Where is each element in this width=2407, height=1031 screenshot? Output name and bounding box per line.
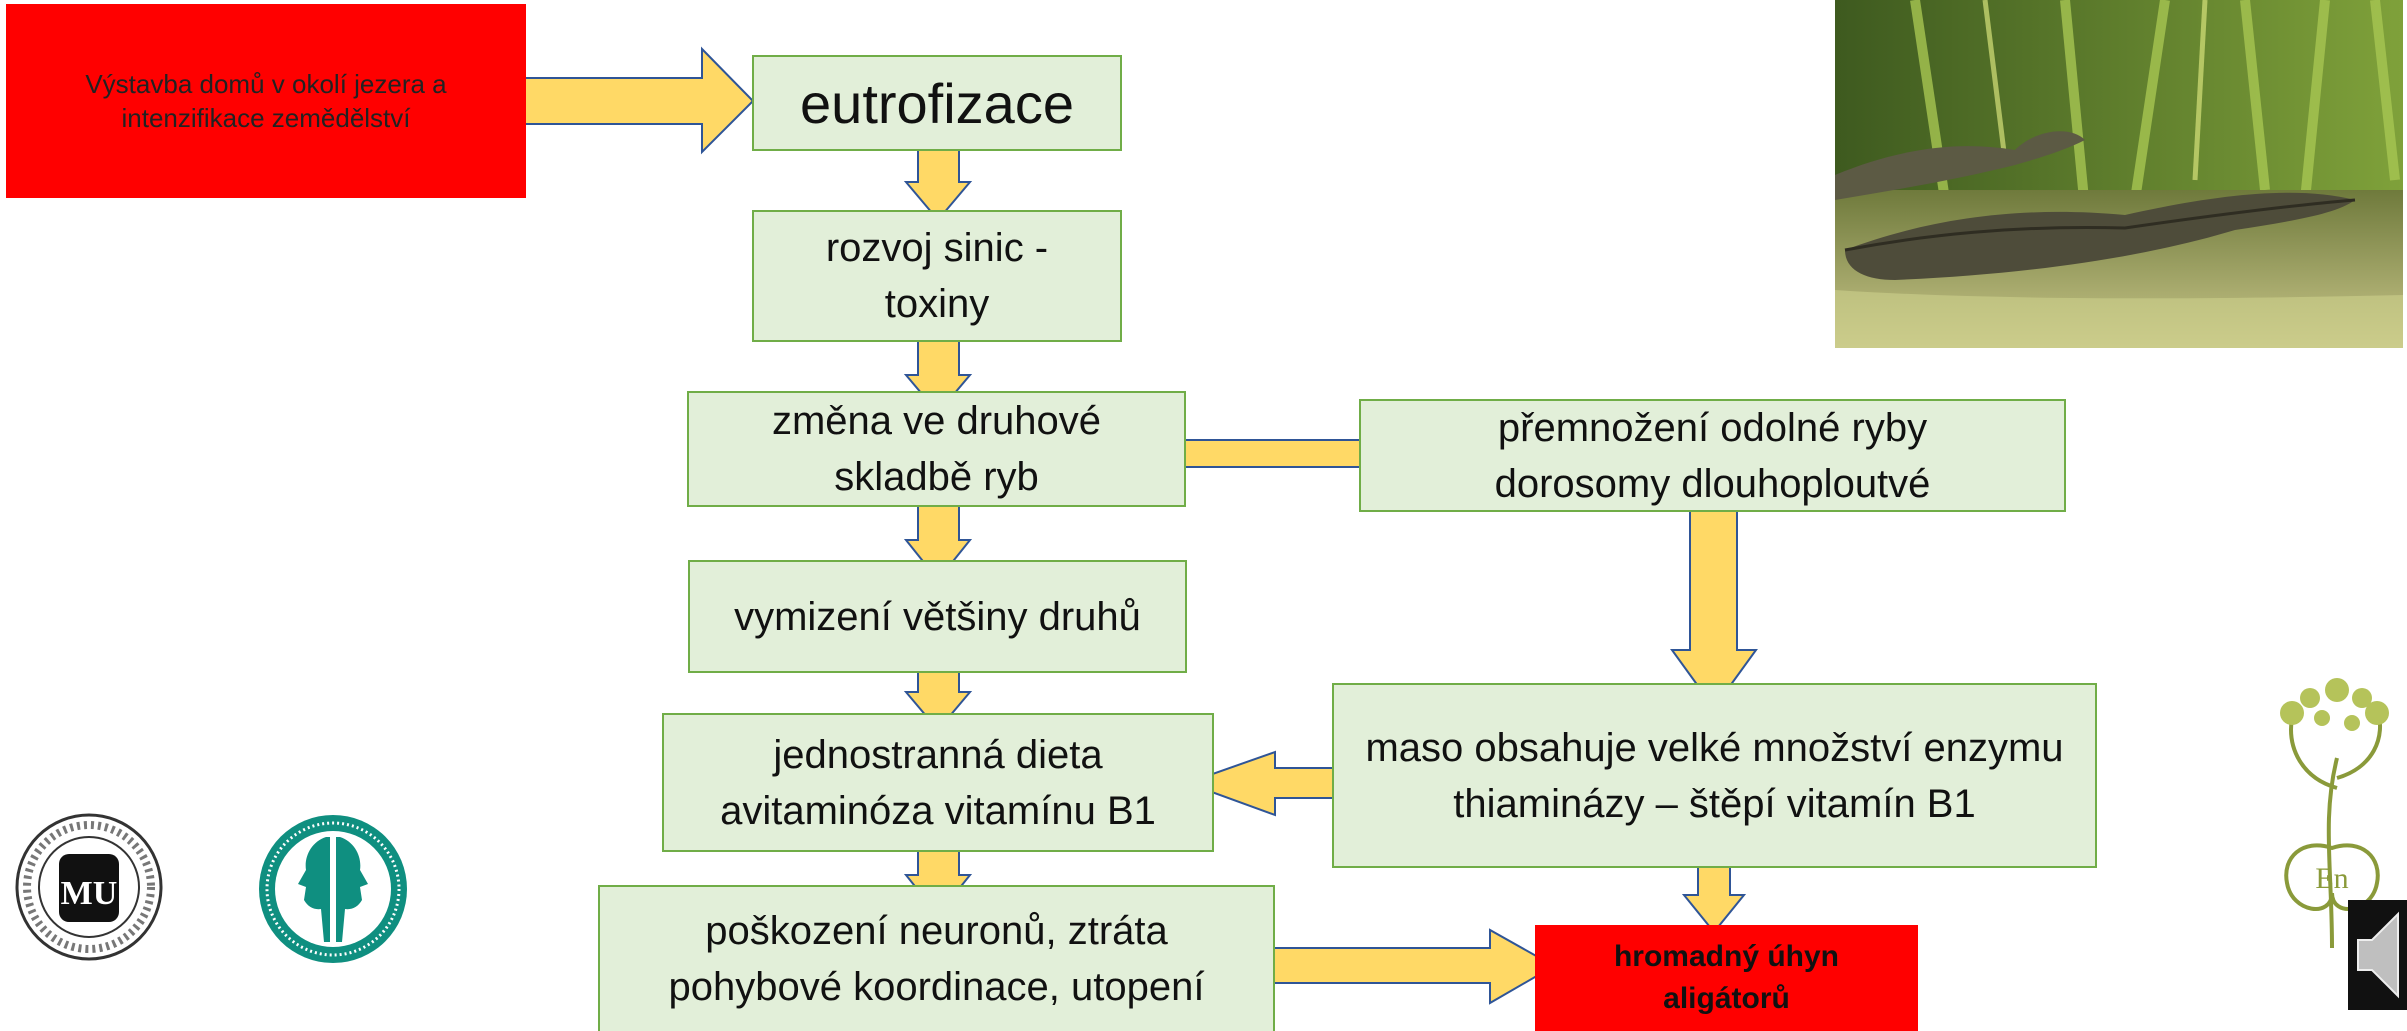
alligator-photo: [1835, 0, 2403, 348]
species-change-text: změna ve druhové skladbě ryb: [771, 399, 1102, 499]
result-text: hromadný úhyn aligátorů: [1613, 940, 1839, 1015]
diet-text: jednostranná dieta avitaminóza vitamínu …: [720, 732, 1156, 833]
eutrophication-text: eutrofizace: [800, 71, 1074, 135]
diet-box: jednostranná dieta avitaminóza vitamínu …: [662, 713, 1214, 852]
eutrophication-box: eutrofizace: [752, 55, 1122, 151]
arrow-eutrophication-to-cyanobacteria: [903, 141, 973, 222]
species-change-box: změna ve druhové skladbě ryb: [687, 391, 1186, 507]
neuron-damage-box: poškození neuronů, ztráta pohybové koord…: [598, 885, 1275, 1031]
emblem-text: En: [2315, 862, 2348, 895]
extinction-text: vymizení většiny druhů: [734, 594, 1141, 639]
extinction-box: vymizení většiny druhů: [688, 560, 1187, 673]
ecology-emblem-icon: En: [2262, 668, 2402, 958]
faculty-profiles-icon: [256, 812, 411, 967]
cyanobacteria-box: rozvoj sinic - toxiny: [752, 210, 1122, 342]
thiaminase-text: maso obsahuje velké množství enzymu thia…: [1365, 725, 2064, 826]
result-box: hromadný úhyn aligátorů: [1535, 925, 1918, 1031]
trigger-text: Výstavba domů v okolí jezera a intenzifi…: [85, 69, 447, 133]
trigger-box: Výstavba domů v okolí jezera a intenzifi…: [6, 4, 526, 198]
cyanobacteria-text: rozvoj sinic - toxiny: [825, 226, 1049, 326]
speaker-icon[interactable]: [2348, 900, 2407, 1010]
overpopulation-box: přemnožení odolné ryby dorosomy dlouhopl…: [1359, 399, 2066, 512]
overpopulation-text: přemnožení odolné ryby dorosomy dlouhopl…: [1494, 405, 1931, 506]
arrow-overpopulation-to-thiaminase: [1670, 507, 1758, 710]
thiaminase-box: maso obsahuje velké množství enzymu thia…: [1332, 683, 2097, 868]
university-monogram: MU: [61, 875, 118, 912]
arrow-thiaminase-to-result: [1681, 859, 1747, 934]
neuron-damage-text: poškození neuronů, ztráta pohybové koord…: [668, 909, 1205, 1009]
arrow-neurons-to-result: [1261, 928, 1557, 1005]
university-seal-icon: MU: [14, 812, 164, 962]
